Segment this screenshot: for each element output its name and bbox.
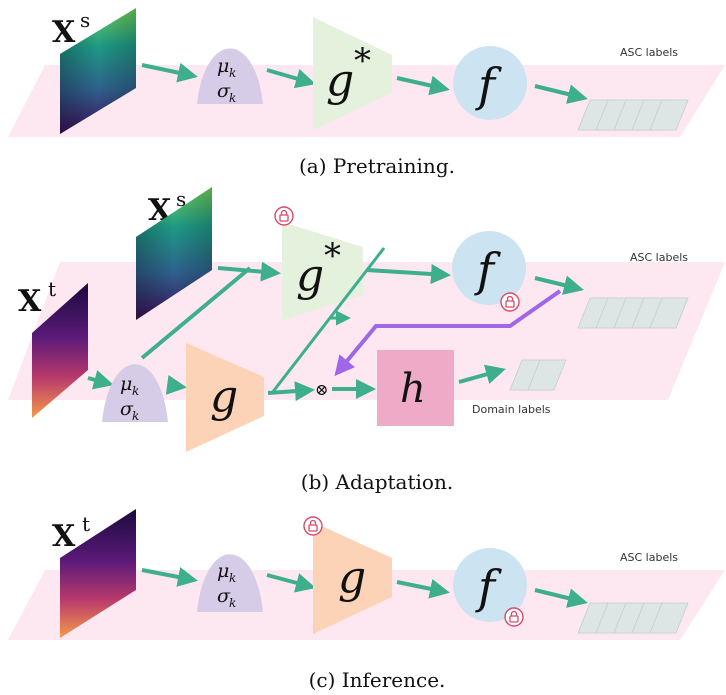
panel-pretraining: X s μ k σ k g * f ASC labels bbox=[8, 8, 725, 137]
xs-label-a: X bbox=[52, 15, 76, 50]
svg-text:k: k bbox=[229, 91, 236, 105]
lock-icon bbox=[505, 608, 523, 626]
panel-inference: X t μ k σ k g f ASC labels bbox=[8, 509, 725, 640]
h-block-b: h bbox=[377, 350, 454, 426]
asc-labels-text-b: ASC labels bbox=[630, 251, 688, 264]
asc-label-cards-a bbox=[578, 100, 688, 130]
norm-block-a: μ k σ k bbox=[197, 49, 263, 106]
svg-text:μ: μ bbox=[120, 373, 132, 395]
svg-text:g: g bbox=[338, 552, 366, 603]
xs-sup-a: s bbox=[80, 8, 90, 32]
lock-icon bbox=[275, 207, 293, 225]
xt-sup-b: t bbox=[48, 277, 56, 301]
lock-icon bbox=[304, 517, 322, 535]
otimes-symbol: ⊗ bbox=[315, 380, 328, 399]
norm-block-c: μ k σ k bbox=[197, 554, 263, 612]
svg-text:μ: μ bbox=[217, 55, 229, 77]
svg-text:*: * bbox=[354, 41, 371, 81]
asc-label-cards-b bbox=[578, 298, 688, 328]
xt-label-b: X bbox=[18, 284, 42, 319]
svg-text:g: g bbox=[296, 250, 324, 301]
asc-labels-text-c: ASC labels bbox=[620, 551, 678, 564]
xt-sup-c: t bbox=[82, 512, 90, 536]
lock-icon bbox=[501, 293, 519, 311]
svg-text:h: h bbox=[400, 366, 426, 412]
svg-text:g: g bbox=[210, 371, 238, 422]
domain-labels-text: Domain labels bbox=[472, 403, 551, 416]
panel-adaptation: X s X t μ k σ k g * bbox=[8, 187, 725, 452]
caption-c: (c) Inference. bbox=[309, 668, 446, 692]
svg-text:μ: μ bbox=[217, 560, 229, 582]
caption-b: (b) Adaptation. bbox=[301, 470, 453, 494]
svg-text:k: k bbox=[229, 596, 236, 610]
asc-label-cards-c bbox=[578, 603, 688, 633]
svg-text:k: k bbox=[132, 409, 139, 423]
xt-label-c: X bbox=[52, 519, 76, 554]
caption-a: (a) Pretraining. bbox=[299, 154, 455, 178]
f-block-a: f bbox=[453, 46, 527, 120]
svg-text:*: * bbox=[324, 236, 341, 276]
svg-text:g: g bbox=[326, 55, 354, 106]
svg-text:k: k bbox=[229, 66, 236, 80]
asc-labels-text-a: ASC labels bbox=[620, 46, 678, 59]
arrow-b-norm-to-g bbox=[168, 385, 183, 387]
svg-text:k: k bbox=[229, 571, 236, 585]
svg-text:k: k bbox=[132, 384, 139, 398]
